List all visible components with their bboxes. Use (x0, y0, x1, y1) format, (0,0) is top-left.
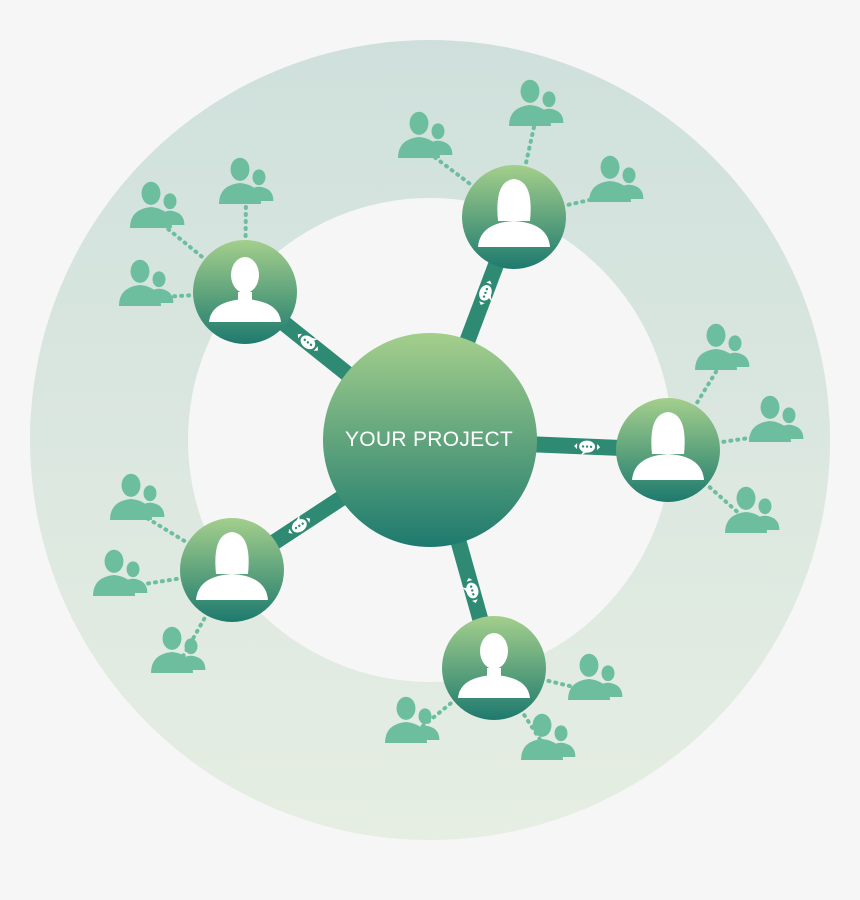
chat-bubble-icon (288, 514, 311, 534)
member-node-bottom-left (180, 518, 284, 622)
member-node-top-left (193, 240, 297, 344)
chat-bubble-icon (297, 333, 319, 351)
people-group-icon (119, 259, 174, 306)
hub-label: YOUR PROJECT (344, 428, 514, 451)
people-group-icon (385, 696, 440, 743)
hub (323, 333, 537, 547)
people-group-icon (568, 653, 623, 700)
person-large-icon (589, 155, 631, 202)
person-large-icon (521, 713, 563, 760)
person-large-icon (110, 473, 152, 520)
people-group-icon (725, 486, 780, 533)
person-large-icon (385, 696, 427, 743)
person-large-icon (151, 626, 193, 673)
chat-bubble-icon (479, 280, 492, 305)
people-group-icon (749, 395, 804, 442)
person-large-icon (725, 486, 767, 533)
outer-groups (93, 79, 804, 760)
people-group-icon (521, 713, 576, 760)
hub-circle (323, 333, 537, 547)
people-group-icon (110, 473, 165, 520)
dotted-link (423, 148, 516, 219)
person-large-icon (130, 181, 172, 228)
person-large-icon (568, 653, 610, 700)
dotted-link (666, 448, 754, 527)
person-icon (209, 257, 281, 322)
dotted-link (155, 218, 247, 294)
people-group-icon (589, 155, 644, 202)
member-nodes (180, 165, 720, 720)
dotted-link (118, 568, 234, 590)
person-icon (632, 412, 704, 480)
person-icon (196, 532, 268, 600)
person-large-icon (749, 395, 791, 442)
people-group-icon (509, 79, 564, 126)
member-node-top-right (462, 165, 566, 269)
member-node-bottom (442, 616, 546, 720)
dotted-link (135, 510, 234, 572)
people-group-icon (130, 181, 185, 228)
person-large-icon (398, 111, 440, 158)
person-large-icon (93, 549, 135, 596)
person-icon (478, 179, 550, 247)
people-group-icon (398, 111, 453, 158)
person-large-icon (695, 323, 737, 370)
people-group-icon (93, 549, 148, 596)
person-large-icon (509, 79, 551, 126)
people-group-icon (151, 626, 206, 673)
person-large-icon (219, 157, 261, 204)
people-group-icon (219, 157, 274, 204)
person-large-icon (119, 259, 161, 306)
person-icon (458, 633, 530, 698)
member-node-right (616, 398, 720, 502)
people-group-icon (695, 323, 750, 370)
chat-bubble-icon (574, 440, 601, 456)
